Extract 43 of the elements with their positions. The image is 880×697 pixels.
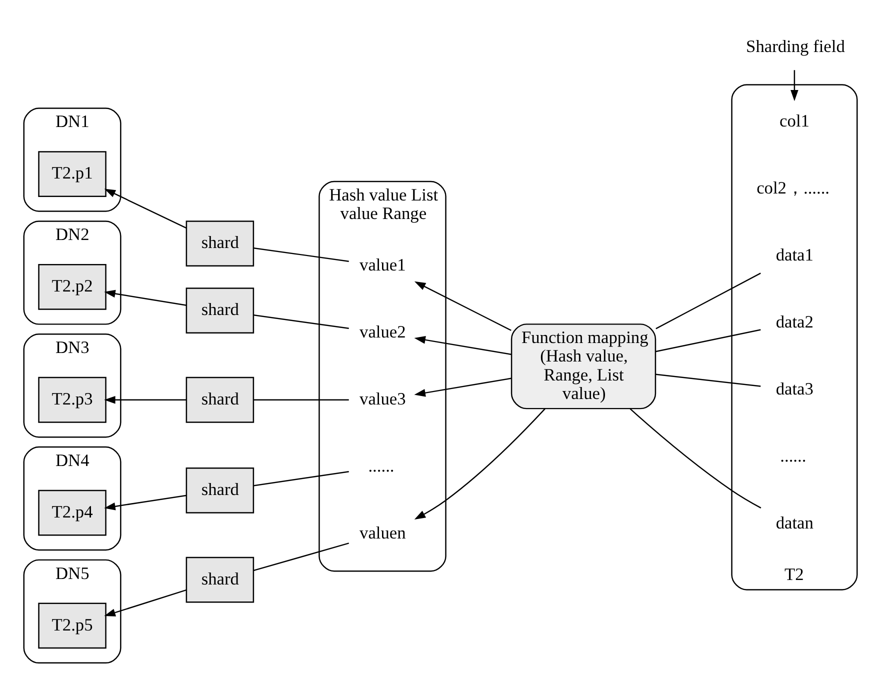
arrow <box>414 280 511 330</box>
arrow <box>104 395 186 404</box>
arrow <box>414 408 545 520</box>
connector <box>629 408 761 508</box>
node-text: ...... <box>780 446 806 466</box>
arrow <box>104 589 186 616</box>
node-text: data2 <box>775 312 813 332</box>
node-box: shard <box>185 220 254 266</box>
node-text: value2 <box>359 322 406 341</box>
node-text: datan <box>775 513 813 532</box>
node-box: shard <box>185 376 254 422</box>
node-text: data3 <box>775 379 813 398</box>
node-box: T2.p1 <box>38 150 106 196</box>
arrow <box>104 188 186 228</box>
connector <box>655 373 760 386</box>
node-text: Sharding field <box>746 36 844 56</box>
node-box: T2.p3 <box>38 376 106 422</box>
node-text: value1 <box>359 254 406 274</box>
connector <box>252 246 348 262</box>
node-text: data1 <box>775 245 813 264</box>
node-box: shard <box>185 287 254 333</box>
connector <box>253 398 348 400</box>
arrow <box>790 70 798 101</box>
node-box: shard <box>185 556 254 602</box>
connector <box>655 272 760 329</box>
node-text: valuen <box>359 522 406 542</box>
node-box: T2.p2 <box>38 264 106 310</box>
arrow <box>104 289 186 306</box>
node-box: shard <box>185 467 254 513</box>
node-box: T2.p5 <box>38 602 106 648</box>
node-box: T2.p4 <box>38 489 106 536</box>
node-text: ...... <box>368 456 394 475</box>
arrow <box>104 494 186 510</box>
connector <box>252 542 349 571</box>
node-text: col2，...... <box>756 178 830 198</box>
connector <box>252 470 348 486</box>
arrow <box>414 336 511 354</box>
arrow <box>414 377 511 396</box>
connector <box>252 314 348 328</box>
node-box: Function mapping (Hash value, Range, List value) <box>510 323 656 409</box>
node-text: col1 <box>779 111 809 130</box>
node-text: value3 <box>359 388 406 408</box>
connector <box>655 328 760 352</box>
